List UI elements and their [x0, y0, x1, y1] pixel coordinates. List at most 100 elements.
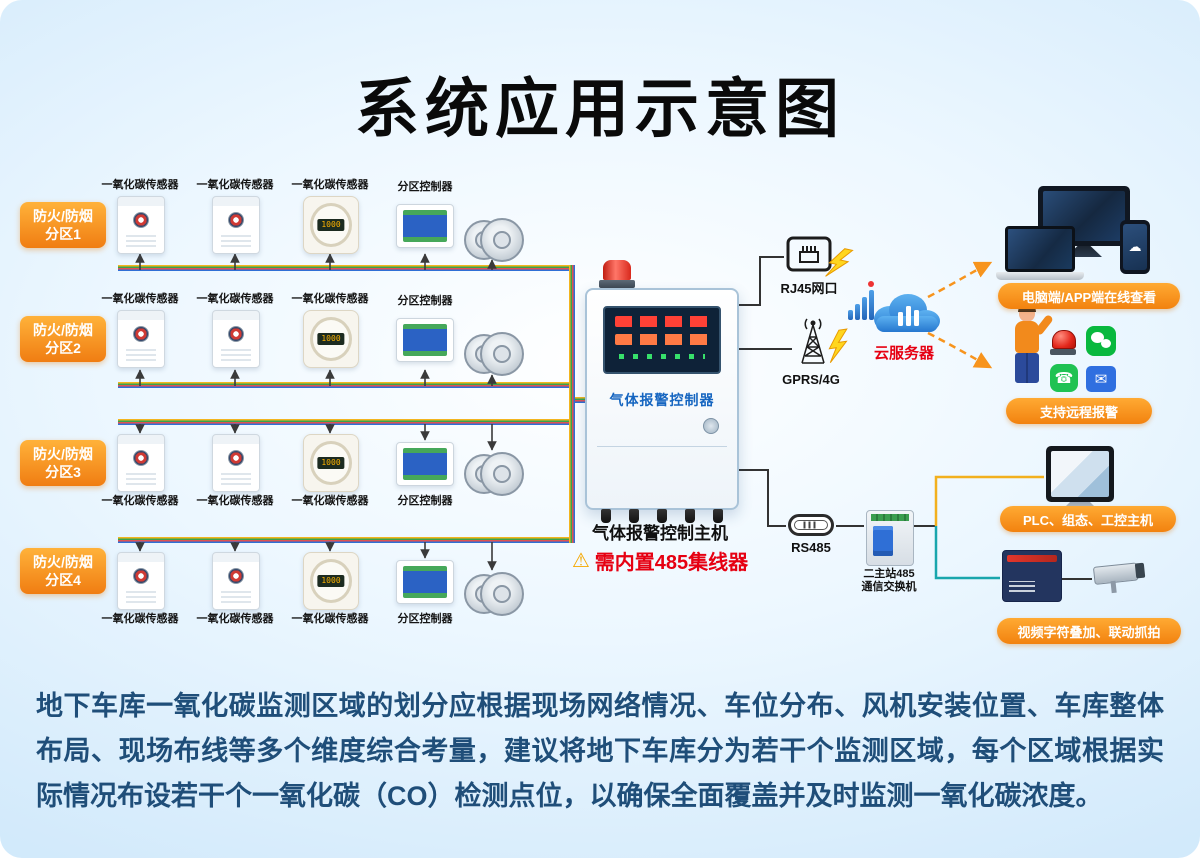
zone-controller-label: 分区控制器: [397, 495, 453, 507]
duct-fan-icon: [464, 572, 524, 616]
co-sensor-dial-icon: 1000: [303, 310, 359, 368]
person-icon: [1008, 303, 1048, 392]
comm-switch-label: 二主站485 通信交换机: [845, 568, 933, 594]
footer-paragraph: 地下车库一氧化碳监测区域的划分应根据现场网络情况、车位分布、风机安装位置、车库整…: [36, 691, 1164, 811]
signal-dot: [868, 281, 874, 287]
zone-controller-label: 分区控制器: [397, 181, 453, 193]
mail-glyph: ✉: [1094, 371, 1108, 388]
zone-line2: 分区1: [45, 226, 81, 242]
wire-bus-row4: [118, 537, 572, 543]
zone-line2: 分区3: [45, 464, 81, 480]
zone-line1: 防火/防烟: [33, 445, 93, 462]
signal-bar: [862, 297, 867, 320]
co-sensor-dial-icon: 1000: [303, 196, 359, 254]
co-sensor-dial-icon: 1000: [303, 552, 359, 610]
duct-fan-icon: [464, 332, 524, 376]
switch-label-line2: 通信交换机: [861, 581, 917, 593]
gprs-antenna-icon: [801, 318, 825, 364]
phone-call-icon: ☎: [1050, 364, 1078, 392]
phone-glyph: ☎: [1054, 370, 1074, 387]
rj45-port-icon: [786, 236, 832, 272]
co-sensor-icon: [212, 434, 260, 492]
fan-disc: [480, 452, 524, 496]
zone-badge-3: 防火/防烟 分区3: [20, 440, 106, 486]
cable-gland: [629, 509, 639, 523]
co-sensor-icon: [117, 310, 165, 368]
wire-bus-row1: [118, 265, 572, 271]
wire-bus-row2: [118, 382, 572, 388]
cabinet-seam: [597, 446, 727, 447]
zone-line2: 分区4: [45, 572, 81, 588]
dvr-device-icon: [1002, 550, 1062, 602]
co-sensor-label: 一氧化碳传感器: [291, 179, 369, 191]
co-sensor-label: 一氧化碳传感器: [101, 495, 179, 507]
cabinet-knob: [703, 418, 719, 434]
signal-bar: [848, 310, 853, 320]
comm-switch-icon: [866, 510, 914, 566]
duct-fan-icon: [464, 218, 524, 262]
co-sensor-label: 一氧化碳传感器: [196, 179, 274, 191]
co-sensor-label: 一氧化碳传感器: [291, 293, 369, 305]
zone-badge-2: 防火/防烟 分区2: [20, 316, 106, 362]
indicator-lights: [619, 354, 705, 359]
person-torso: [1015, 321, 1039, 353]
co-sensor-label: 一氧化碳传感器: [196, 613, 274, 625]
laptop-base: [996, 272, 1084, 280]
zone-controller-icon: [396, 318, 454, 362]
zone-controller-label: 分区控制器: [397, 613, 453, 625]
duct-fan-icon: [464, 452, 524, 496]
signal-bar: [869, 290, 874, 320]
gprs-label: GPRS/4G: [782, 372, 840, 387]
switch-label-line1: 二主站485: [863, 568, 915, 580]
co-sensor-label: 一氧化碳传感器: [101, 293, 179, 305]
wechat-icon: [1086, 326, 1116, 356]
badge-plc: PLC、组态、工控主机: [1000, 506, 1176, 532]
person-legs: [1015, 353, 1039, 383]
camera-body: [1092, 562, 1139, 585]
rs485-connector-icon: [788, 514, 834, 536]
badge-remote-alarm: 支持远程报警: [1006, 398, 1152, 424]
cabinet-caption: 气体报警控制主机: [592, 524, 728, 543]
zone-line1: 防火/防烟: [33, 321, 93, 338]
signal-bar: [855, 304, 860, 320]
sensor-dial-reading: 1000: [317, 333, 345, 345]
led-readout: [615, 334, 709, 345]
zone-badge-4: 防火/防烟 分区4: [20, 548, 106, 594]
wire-bus-cabinet-feed: [575, 397, 587, 403]
sensor-dial-reading: 1000: [317, 219, 345, 231]
alarm-beacon-icon: [599, 260, 635, 288]
hub-warning: ⚠ 需内置485集线器: [545, 546, 775, 575]
fan-disc: [480, 572, 524, 616]
co-sensor-label: 一氧化碳传感器: [291, 495, 369, 507]
co-sensor-icon: [117, 434, 165, 492]
co-sensor-dial-icon: 1000: [303, 434, 359, 492]
co-sensor-icon: [212, 196, 260, 254]
zone-controller-icon: [396, 204, 454, 248]
alarm-light-icon: [1050, 330, 1076, 356]
smartphone-icon: ☁: [1120, 220, 1150, 274]
zone-controller-label: 分区控制器: [397, 295, 453, 307]
laptop-screen: [1005, 226, 1075, 272]
co-sensor-label: 一氧化碳传感器: [101, 613, 179, 625]
rs485-label: RS485: [791, 540, 831, 555]
rj45-label: RJ45网口: [780, 281, 838, 296]
wire-bus-row3: [118, 419, 572, 425]
cloud-server-label: 云服务器: [873, 345, 934, 362]
led-readout: [615, 316, 709, 327]
badge-video-overlay: 视频字符叠加、联动抓拍: [997, 618, 1181, 644]
sensor-dial-reading: 1000: [317, 575, 345, 587]
cloud-server-icon: [874, 294, 940, 332]
phone-screen: ☁: [1123, 224, 1147, 270]
plc-monitor-icon: [1046, 446, 1114, 502]
signal-bars-icon: [848, 281, 878, 320]
cable-gland: [713, 509, 723, 523]
cable-gland: [657, 509, 667, 523]
co-sensor-icon: [212, 310, 260, 368]
cabinet-label: 气体报警控制器: [609, 392, 715, 408]
cabinet-display: [603, 306, 721, 374]
co-sensor-label: 一氧化碳传感器: [291, 613, 369, 625]
laptop-icon: [996, 226, 1084, 280]
fan-disc: [480, 218, 524, 262]
zone-line1: 防火/防烟: [33, 553, 93, 570]
cable-gland: [685, 509, 695, 523]
